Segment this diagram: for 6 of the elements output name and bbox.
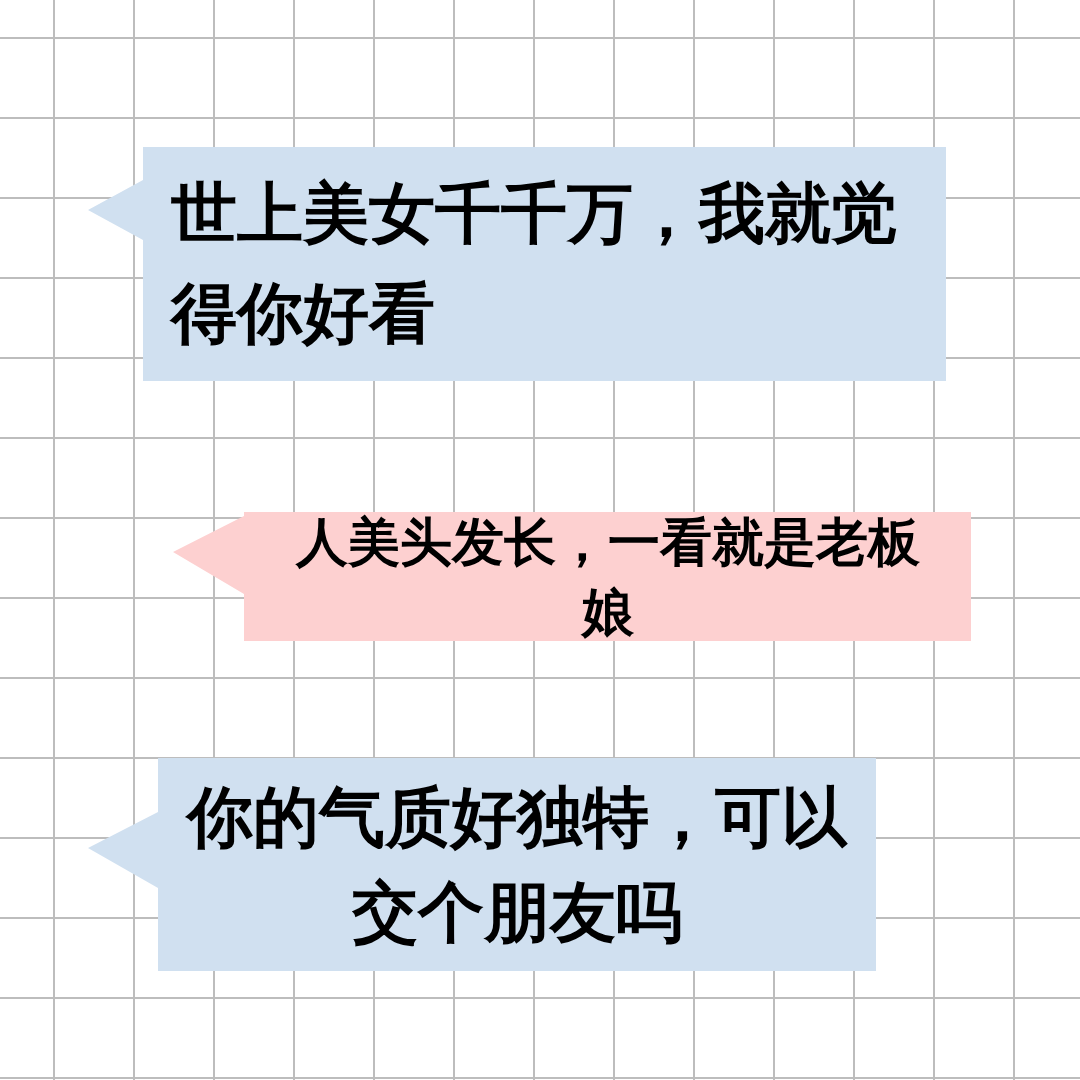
speech-bubble xyxy=(88,147,946,381)
bubble-text: 你的气质好独特，可以交个朋友吗 xyxy=(184,777,849,953)
speech-bubble xyxy=(88,758,876,971)
speech-bubble xyxy=(173,512,971,641)
bubble-text: 世上美女千千万，我就觉得你好看 xyxy=(171,174,898,354)
bubble-text: 人美头发长，一看就是老板娘 xyxy=(294,510,921,644)
